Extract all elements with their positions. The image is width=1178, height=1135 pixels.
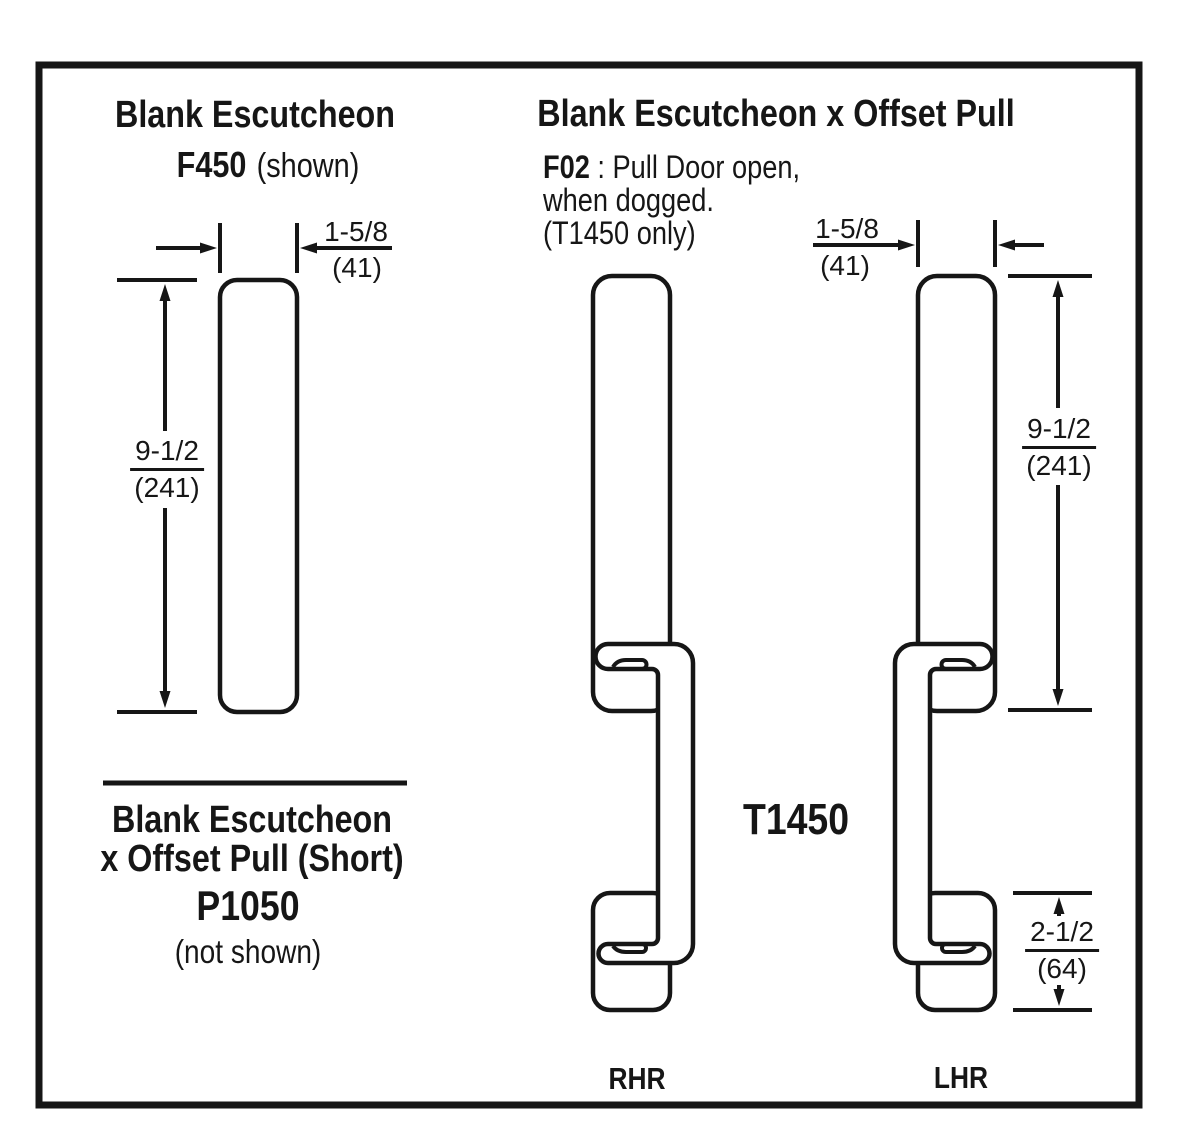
lhr-bottom-dim: 2-1/2 (64) — [1025, 918, 1099, 983]
lhr-figure — [892, 273, 998, 1013]
lhr-handle-top-curl — [939, 658, 977, 671]
left-panel-model-line: F450(shown) — [161, 146, 376, 185]
f450-height-dim-mm: (241) — [134, 472, 200, 503]
f02-function-note: F02 : Pull Door open,when dogged.(T1450 … — [543, 151, 845, 250]
f450-width-dimension — [156, 223, 392, 273]
left-panel-model-note: (shown) — [256, 147, 360, 185]
f02-line3: (T1450 only) — [543, 215, 696, 251]
lhr-bottom-dimension — [1013, 891, 1092, 1012]
f02-code: F02 — [543, 149, 590, 185]
lhr-figure-label: LHR — [933, 1060, 989, 1095]
short-pull-model: P1050 — [196, 882, 300, 929]
rhr-handle-bottom-curl — [611, 942, 648, 954]
f450-width-dim-inches: 1-5/8 — [324, 216, 388, 247]
lhr-bottom-dim-mm: (64) — [1037, 953, 1087, 984]
lhr-bottom-dim-inches: 2-1/2 — [1025, 918, 1099, 952]
f450-figure — [117, 223, 392, 715]
short-pull-model-note: (not shown) — [174, 933, 322, 970]
f450-height-dim-inches: 9-1/2 — [130, 437, 204, 471]
lhr-escutcheon-plate — [915, 273, 998, 714]
rhr-handle-top-curl — [611, 658, 649, 671]
f02-line2: when dogged. — [543, 182, 714, 218]
f450-width-dim-mm: (41) — [332, 252, 382, 283]
lhr-height-dim-mm: (241) — [1026, 450, 1092, 481]
short-pull-title-line2: x Offset Pull (Short) — [100, 838, 404, 880]
short-pull-title-line1: Blank Escutcheon — [111, 799, 393, 841]
rhr-offset-pull-handle — [593, 641, 696, 966]
lhr-width-dim-inches: 1-5/8 — [815, 213, 879, 244]
left-panel-model: F450 — [176, 144, 247, 185]
f02-text: : Pull Door open, — [589, 149, 801, 185]
rhr-figure-label: RHR — [608, 1061, 666, 1096]
lhr-height-dim: 9-1/2 (241) — [1022, 415, 1096, 480]
right-panel-title: Blank Escutcheon x Offset Pull — [537, 93, 1015, 135]
t1450-model-label: T1450 — [742, 795, 850, 844]
lhr-height-dimension — [1008, 274, 1092, 712]
page-border — [35, 61, 1143, 1109]
lhr-width-dim-mm: (41) — [820, 250, 870, 281]
lhr-offset-pull-handle — [892, 641, 995, 966]
f450-height-dimension — [117, 278, 197, 714]
rhr-figure — [590, 273, 696, 1013]
lhr-width-dimension — [813, 220, 1044, 267]
f450-escutcheon-plate — [217, 277, 300, 715]
rhr-escutcheon-plate — [590, 273, 673, 714]
f450-height-dim: 9-1/2 (241) — [130, 437, 204, 502]
lhr-handle-bottom-curl — [940, 942, 977, 954]
lhr-height-dim-inches: 9-1/2 — [1022, 415, 1096, 449]
left-panel-title: Blank Escutcheon — [114, 94, 396, 136]
